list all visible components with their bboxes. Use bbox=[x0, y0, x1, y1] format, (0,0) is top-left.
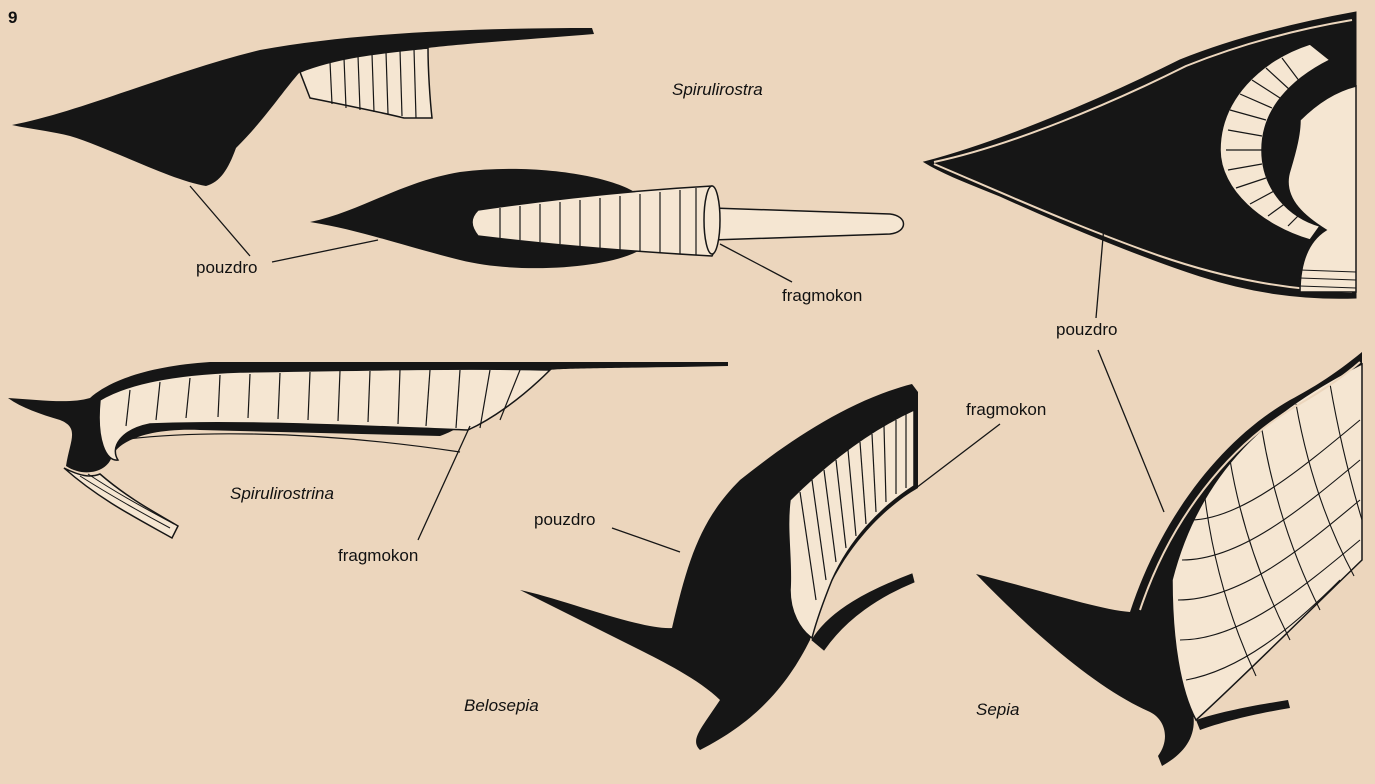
guard-label-spirulirostra: pouzdro bbox=[196, 258, 257, 278]
spirulirostra-dorsal-drawing bbox=[310, 169, 904, 268]
phragmocone-label-spirulirostrina: fragmokon bbox=[338, 546, 418, 566]
spirulirostra-side-guard bbox=[12, 28, 594, 186]
taxon-label-spirulirostra: Spirulirostra bbox=[672, 80, 763, 100]
leader-guard-spirulirostra-dorsal bbox=[272, 240, 378, 262]
spirulirostrina-siphuncle bbox=[120, 434, 460, 452]
taxon-label-sepia: Sepia bbox=[976, 700, 1019, 720]
spirulirostrina-drawing bbox=[8, 362, 728, 538]
spirulirostra-dorsal-aperture bbox=[704, 186, 720, 254]
belosepia-drawing bbox=[520, 384, 918, 750]
leader-phragmocone-belosepia bbox=[916, 424, 1000, 488]
phragmocone-label-spirulirostra: fragmokon bbox=[782, 286, 862, 306]
leader-guard-sepia-overview bbox=[1096, 226, 1104, 318]
guard-label-belosepia: pouzdro bbox=[534, 510, 595, 530]
spirulirostra-dorsal-protoconch-tube bbox=[712, 208, 904, 240]
guard-label-sepia: pouzdro bbox=[1056, 320, 1117, 340]
phragmocone-label-belosepia: fragmokon bbox=[966, 400, 1046, 420]
leader-phragmocone-spirulirostrina bbox=[418, 426, 470, 540]
spirulirostra-side-drawing bbox=[12, 28, 594, 186]
figure-number: 9 bbox=[8, 8, 17, 28]
leader-guard-belosepia bbox=[612, 528, 680, 552]
leader-guard-sepia-detail bbox=[1098, 350, 1164, 512]
leader-phragmocone-spirulirostra bbox=[720, 244, 792, 282]
belosepia-guard bbox=[520, 384, 918, 750]
taxon-label-belosepia: Belosepia bbox=[464, 696, 539, 716]
taxon-label-spirulirostrina: Spirulirostrina bbox=[230, 484, 334, 504]
leader-guard-spirulirostra-side bbox=[190, 186, 250, 256]
spirulirostrina-siphuncle-tube bbox=[64, 468, 178, 538]
sepia-overview-drawing bbox=[924, 12, 1356, 298]
